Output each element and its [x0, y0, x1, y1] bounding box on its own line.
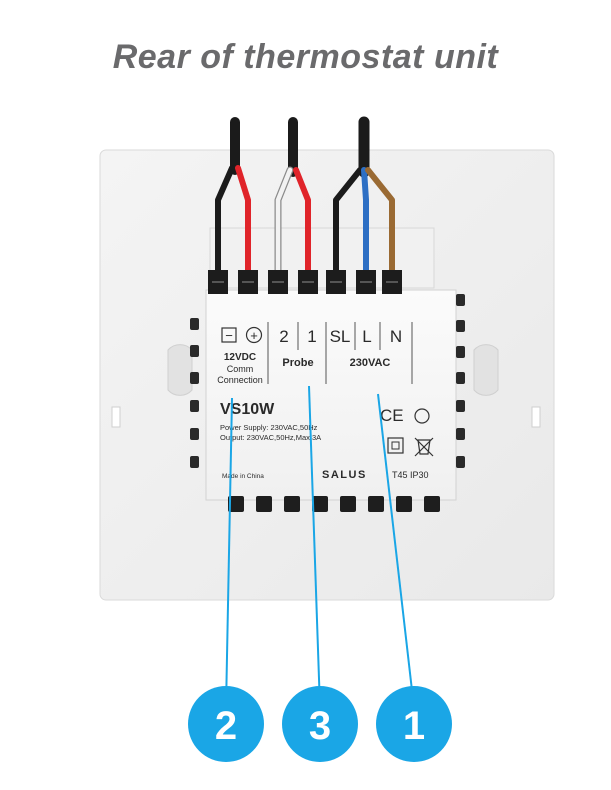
rating: T45 IP30 — [392, 470, 429, 480]
wire-black-1 — [215, 165, 235, 278]
terminal-plus: + — [250, 328, 258, 343]
made-in: Made in China — [222, 473, 264, 480]
terminal-n: N — [390, 327, 402, 346]
output-spec: Output: 230VAC,50Hz,Max.3A — [220, 433, 321, 442]
bottom-vents — [228, 496, 440, 512]
terminal-screws — [208, 270, 402, 294]
mounting-slot-left — [167, 344, 193, 396]
cert-mark-icon — [414, 408, 430, 424]
diagram-title: Rear of thermostat unit — [112, 38, 499, 76]
wire-black-2 — [333, 167, 363, 278]
callout-badge-3: 3 — [282, 686, 358, 762]
callout-line-2 — [225, 397, 233, 709]
terminal-1: 1 — [307, 327, 316, 346]
callout-badge-1: 1 — [376, 686, 452, 762]
callout-lines — [225, 385, 415, 709]
terminal-2: 2 — [279, 327, 288, 346]
callout-line-1 — [377, 393, 415, 709]
wire-blue — [361, 167, 369, 278]
callout-number-1: 1 — [403, 704, 425, 748]
brand-logo: SALUS — [322, 469, 367, 481]
housing — [205, 289, 457, 501]
callout-number-3: 3 — [309, 704, 331, 748]
terminal-minus: − — [225, 328, 233, 343]
weee-bin-icon — [414, 437, 434, 457]
clip-right — [531, 406, 541, 428]
minus-box-icon — [221, 327, 237, 343]
terminal-labels: − + 2 1 SL L N 12VDC Comm Connection Pro… — [217, 322, 413, 385]
terminal-l: L — [362, 327, 371, 346]
wire-brown — [365, 167, 395, 278]
model-number: VS10W — [220, 401, 275, 418]
clip-left — [111, 406, 121, 428]
terminal-sl: SL — [330, 327, 351, 346]
label-230vac: 230VAC — [350, 357, 391, 369]
label-comm: Comm — [227, 364, 254, 374]
plus-circle-icon — [245, 326, 263, 344]
wire-red-1 — [235, 165, 251, 278]
mounting-slot-right — [473, 344, 499, 396]
callout-line-3 — [308, 385, 321, 709]
side-vents — [190, 294, 465, 468]
callout-badge-2: 2 — [188, 686, 264, 762]
label-connection: Connection — [217, 375, 263, 385]
callout-number-2: 2 — [215, 704, 237, 748]
label-12vdc: 12VDC — [224, 352, 256, 363]
wires — [215, 116, 395, 279]
wire-red-2 — [293, 167, 311, 278]
label-probe: Probe — [282, 357, 313, 369]
double-insulation-icon — [387, 437, 404, 454]
ce-mark: CE — [380, 406, 404, 425]
power-supply-spec: Power Supply: 230VAC,50Hz — [220, 423, 318, 432]
